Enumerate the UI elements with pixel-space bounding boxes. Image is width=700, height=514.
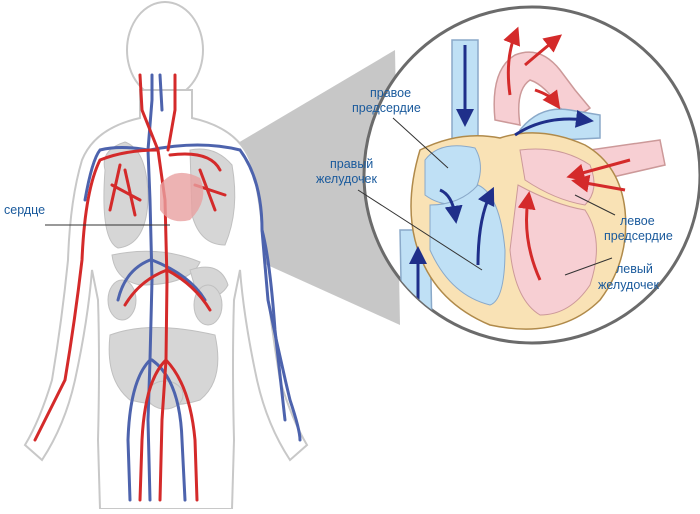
oxygenated-flow-arrows [503, 26, 631, 281]
label-heart: сердце [4, 203, 46, 217]
label-right-ventricle-line1: правый [330, 157, 374, 171]
arteries [33, 73, 227, 502]
label-left-ventricle-line2: желудочек [598, 278, 659, 292]
label-pointers [45, 117, 616, 276]
body-heart [160, 172, 204, 222]
label-left-ventricle-line1: левый [616, 262, 653, 276]
label-right-ventricle-line2: желудочек [316, 172, 377, 186]
veins [83, 73, 302, 502]
label-left-atrium-line1: левое [620, 214, 655, 228]
label-right-atrium-line1: правое [370, 86, 412, 100]
label-left-atrium-line2: предсердие [604, 229, 673, 243]
label-right-atrium-line2: предсердие [352, 101, 421, 115]
